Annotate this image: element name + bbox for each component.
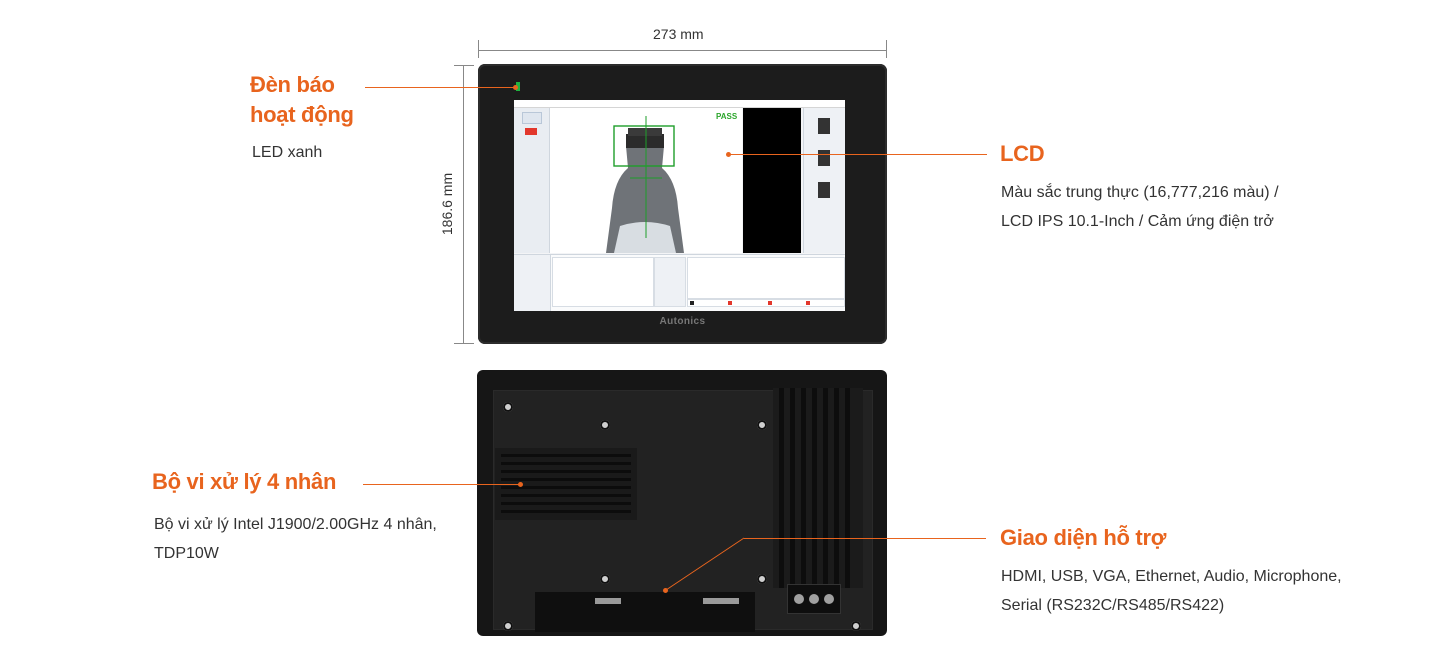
status-block-4 xyxy=(806,301,810,305)
inspection-image-view: PASS xyxy=(550,108,742,253)
heatsink-fin xyxy=(801,388,806,588)
status-block-3 xyxy=(768,301,772,305)
result-view xyxy=(743,108,801,253)
width-ext-left xyxy=(478,40,479,58)
terminal-screw xyxy=(824,594,834,604)
io-callout-desc: HDMI, USB, VGA, Ethernet, Audio, Microph… xyxy=(1001,568,1342,614)
screen-toolbar xyxy=(514,100,845,108)
heatsink-fin xyxy=(790,388,795,588)
io-leader-dot xyxy=(663,588,668,593)
height-ext-top xyxy=(454,65,474,66)
lcd-callout-title: LCD xyxy=(1000,141,1045,166)
status-block-2 xyxy=(728,301,732,305)
left-panel-button-2 xyxy=(525,128,537,135)
led-leader-dot xyxy=(513,85,518,90)
vent-row xyxy=(501,510,631,513)
brand-logo: Autonics xyxy=(659,316,706,327)
io-leader-diagonal xyxy=(665,537,745,591)
width-dimension-line xyxy=(478,50,886,51)
width-label: 273 mm xyxy=(653,26,704,42)
power-terminal-block xyxy=(787,584,841,614)
heatsink-fin xyxy=(779,388,784,588)
cpu-leader-line xyxy=(363,484,521,485)
height-ext-bottom xyxy=(454,343,474,344)
heatsink xyxy=(773,388,863,588)
terminal-screw xyxy=(809,594,819,604)
status-led xyxy=(516,82,520,91)
screw-bottom-far-right xyxy=(851,621,861,631)
rear-panel xyxy=(477,370,887,636)
pass-indicator: PASS xyxy=(716,112,738,121)
thumbnail-3 xyxy=(818,182,830,198)
bottom-buttons xyxy=(654,257,686,307)
vent-row xyxy=(501,462,631,465)
cpu-callout-desc: Bộ vi xử lý Intel J1900/2.00GHz 4 nhân, … xyxy=(154,516,437,562)
lcd-leader-line xyxy=(729,154,987,155)
screw-bottom-middle xyxy=(600,574,610,584)
cpu-leader-dot xyxy=(518,482,523,487)
bottle-image xyxy=(606,116,684,253)
screw-top-middle xyxy=(600,420,610,430)
status-block-1 xyxy=(690,301,694,305)
led-callout-title: Đèn báo hoạt động xyxy=(250,72,354,127)
lcd-leader-dot xyxy=(726,152,731,157)
heatsink-fin xyxy=(834,388,839,588)
bottom-left-panel xyxy=(514,255,551,311)
screw-top-left xyxy=(503,402,513,412)
height-label: 186.6 mm xyxy=(439,172,455,236)
io-callout-title: Giao diện hỗ trợ xyxy=(1000,525,1167,550)
lcd-screen: PASS xyxy=(514,100,845,311)
io-leader-line xyxy=(744,538,986,539)
heatsink-fin xyxy=(812,388,817,588)
front-panel: PASS Autonics xyxy=(478,64,887,344)
screw-bottom-left xyxy=(503,621,513,631)
lcd-callout-desc: Màu sắc trung thực (16,777,216 màu) / LC… xyxy=(1001,184,1279,230)
vent-row xyxy=(501,478,631,481)
heatsink-fin xyxy=(823,388,828,588)
width-ext-right xyxy=(886,40,887,58)
cpu-callout-title: Bộ vi xử lý 4 nhân xyxy=(152,469,337,494)
bottom-right-panel xyxy=(687,257,845,299)
screen-bottom-panels xyxy=(514,254,845,311)
port-connector xyxy=(595,598,621,604)
vent-row xyxy=(501,502,631,505)
led-leader-line xyxy=(365,87,515,88)
screw-bottom-right xyxy=(757,574,767,584)
port-connector xyxy=(703,598,739,604)
thumbnail-2 xyxy=(818,150,830,166)
screen-left-panel xyxy=(514,108,550,253)
vent-row xyxy=(501,486,631,489)
led-callout-desc: LED xanh xyxy=(252,144,323,161)
vent-row xyxy=(501,470,631,473)
vent-row xyxy=(501,494,631,497)
left-panel-button-1 xyxy=(522,112,542,124)
io-port-strip xyxy=(535,592,755,632)
thumbnail-panel xyxy=(803,108,845,253)
status-strip xyxy=(687,299,845,307)
height-dimension-line xyxy=(463,65,464,343)
bottom-table xyxy=(552,257,654,307)
screw-top-right xyxy=(757,420,767,430)
vent-row xyxy=(501,454,631,457)
heatsink-fin xyxy=(845,388,850,588)
terminal-screw xyxy=(794,594,804,604)
thumbnail-1 xyxy=(818,118,830,134)
